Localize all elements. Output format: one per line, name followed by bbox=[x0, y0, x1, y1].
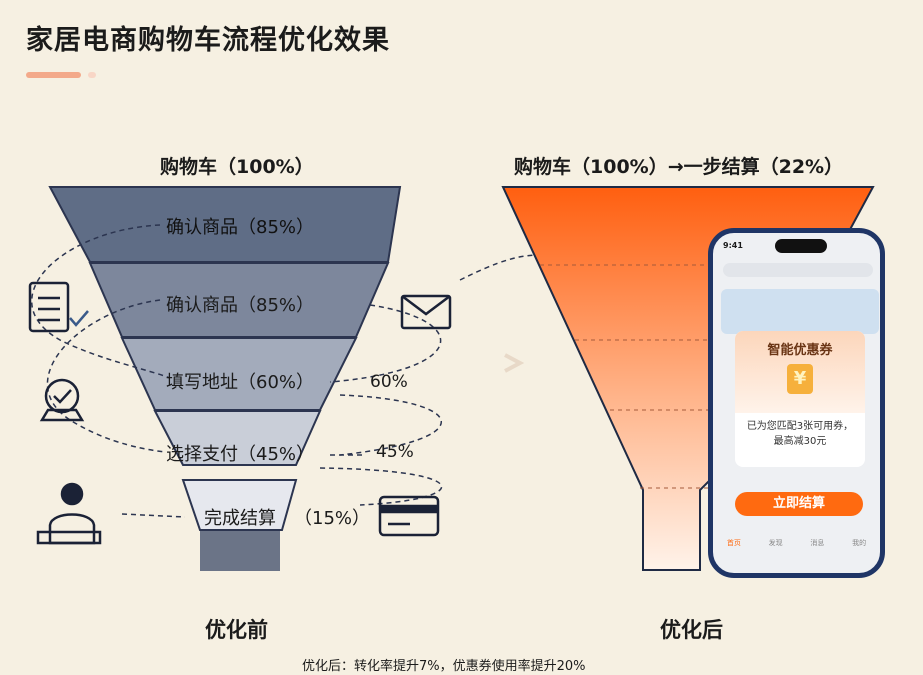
popup-text: 最高减30元 bbox=[773, 436, 827, 447]
bottom-tab-bar: 首页 发现 消息 我的 bbox=[713, 538, 880, 548]
popup-text: 已为您匹配3张可用券， bbox=[746, 421, 854, 432]
tab-messages[interactable]: 消息 bbox=[810, 539, 825, 547]
side-label: 60% bbox=[370, 372, 408, 392]
stage-label: 填写地址（60%） bbox=[165, 372, 315, 393]
title-underline bbox=[26, 72, 81, 78]
status-time: 9:41 bbox=[723, 241, 743, 250]
page-title: 家居电商购物车流程优化效果 bbox=[26, 25, 390, 56]
tab-profile[interactable]: 我的 bbox=[852, 539, 867, 547]
phone-mockup: 9:41 智能优惠券 ¥ 已为您匹配3张可用券， 最高减30元 立即结算 首页 … bbox=[708, 228, 885, 578]
search-bar[interactable] bbox=[723, 263, 873, 277]
popup-title: 智能优惠券 bbox=[767, 343, 833, 358]
stage-label: 选择支付（45%） bbox=[165, 444, 315, 465]
checklist-icon bbox=[28, 281, 89, 333]
stage-label: 确认商品（85%） bbox=[165, 217, 315, 238]
stage-label: 确认商品（85%） bbox=[165, 295, 315, 316]
coupon-icon: ¥ bbox=[787, 364, 813, 394]
footer-note: 优化后：转化率提升7%，优惠券使用率提升20% bbox=[302, 659, 586, 674]
check-badge-icon bbox=[39, 378, 85, 422]
after-caption: 优化后 bbox=[660, 618, 723, 642]
checkout-now-button[interactable]: 立即结算 bbox=[735, 492, 863, 516]
after-heading: 购物车（100%）→一步结算（22%） bbox=[514, 156, 844, 178]
envelope-icon bbox=[400, 294, 452, 330]
funnel-stem bbox=[200, 531, 280, 571]
side-label: 45% bbox=[376, 442, 414, 462]
title-underline-dot bbox=[88, 72, 96, 78]
arrow-icon bbox=[504, 353, 525, 373]
final-percentage: （15%） bbox=[294, 508, 371, 529]
banner bbox=[721, 289, 879, 334]
before-heading: 购物车（100%） bbox=[160, 156, 314, 178]
stage-label: 完成结算 bbox=[204, 508, 276, 529]
before-caption: 优化前 bbox=[205, 618, 268, 642]
cashier-person-icon bbox=[36, 482, 102, 545]
phone-notch bbox=[775, 239, 827, 253]
coupon-popup: 智能优惠券 ¥ 已为您匹配3张可用券， 最高减30元 bbox=[735, 331, 865, 467]
tab-discover[interactable]: 发现 bbox=[768, 539, 783, 547]
funnel-stage-5 bbox=[181, 479, 298, 531]
credit-card-icon bbox=[378, 495, 440, 537]
tab-home[interactable]: 首页 bbox=[726, 539, 741, 547]
funnel-stage-4 bbox=[153, 410, 322, 466]
